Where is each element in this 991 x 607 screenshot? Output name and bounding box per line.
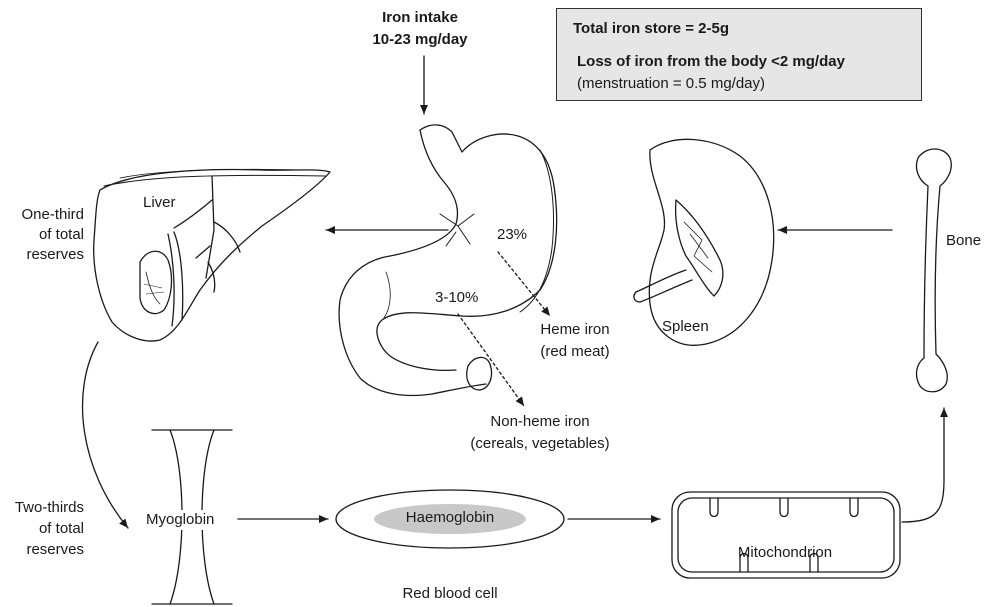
intake-amount: 10-23 mg/day <box>360 30 480 50</box>
liver-label: Liver <box>143 193 176 213</box>
myoglobin-label: Myoglobin <box>146 510 214 530</box>
two-thirds-line-3: reserves <box>0 540 84 560</box>
menstruation-text: (menstruation = 0.5 mg/day) <box>577 74 765 94</box>
nonheme-percent: 3-10% <box>435 288 478 308</box>
one-third-line-1: One-third <box>0 205 84 225</box>
liver-to-myoglobin-arrow <box>83 342 128 528</box>
spleen-illustration <box>634 139 774 345</box>
intake-title: Iron intake <box>360 8 480 28</box>
iron-store-info-box: Total iron store = 2-5g Loss of iron fro… <box>556 8 922 101</box>
spleen-label: Spleen <box>662 317 709 337</box>
liver-illustration <box>94 169 330 341</box>
mitochondrion <box>672 492 900 578</box>
total-store-text: Total iron store = 2-5g <box>573 19 729 39</box>
two-thirds-line-1: Two-thirds <box>0 498 84 518</box>
bone-illustration <box>916 149 951 392</box>
mitochondrion-label: Mitochondrion <box>700 543 870 563</box>
iron-loss-text: Loss of iron from the body <2 mg/day <box>577 52 845 72</box>
one-third-line-2: of total <box>0 225 84 245</box>
haemoglobin-label: Haemoglobin <box>374 508 526 528</box>
heme-label-line-2: (red meat) <box>515 342 635 362</box>
two-thirds-line-2: of total <box>0 519 84 539</box>
one-third-line-3: reserves <box>0 245 84 265</box>
heme-percent: 23% <box>497 225 527 245</box>
nonheme-label-line-2: (cereals, vegetables) <box>450 434 630 454</box>
heme-label-line-1: Heme iron <box>515 320 635 340</box>
nonheme-label-line-1: Non-heme iron <box>450 412 630 432</box>
bone-label: Bone <box>946 231 981 251</box>
red-blood-cell-label: Red blood cell <box>370 584 530 604</box>
mitochondrion-to-bone-arrow <box>902 408 944 522</box>
